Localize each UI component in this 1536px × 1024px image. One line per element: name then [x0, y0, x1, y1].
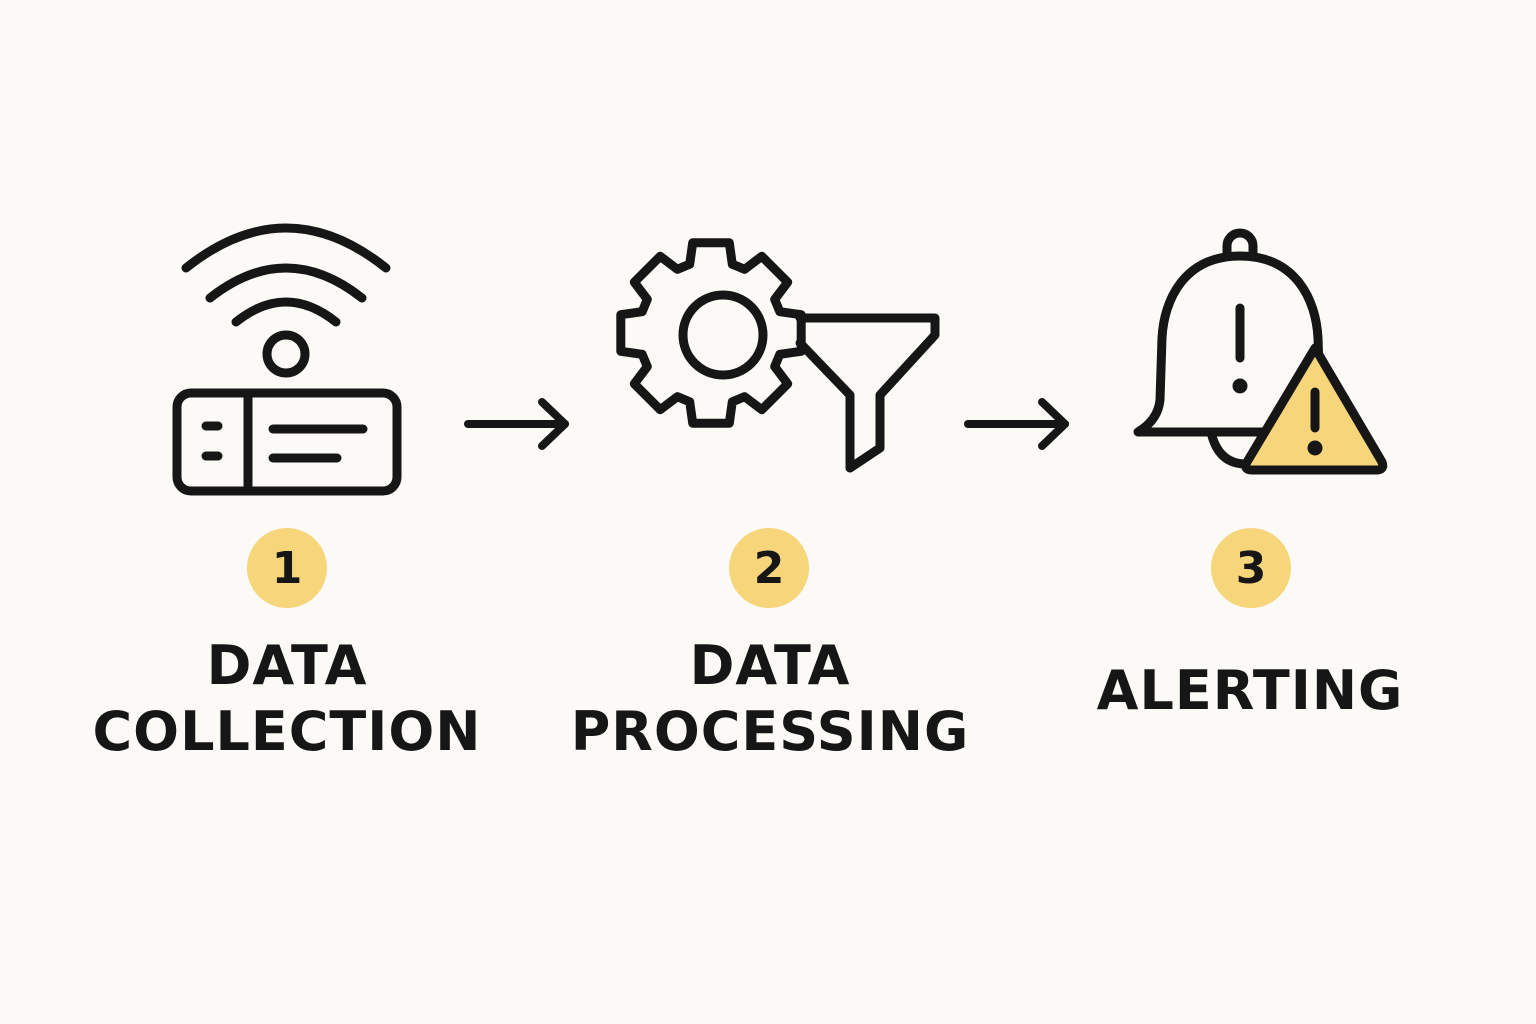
arrow-right-icon	[464, 398, 569, 450]
step-2-number-badge: 2	[729, 528, 809, 608]
step-2-label-line-1: DATA	[689, 634, 851, 697]
step-1-label-line-2: COLLECTION	[92, 700, 482, 763]
step-1-label: DATA COLLECTION	[87, 633, 487, 765]
step-2-label-line-2: PROCESSING	[570, 700, 970, 763]
bell-warning-icon	[1133, 228, 1388, 475]
arrow-right-icon	[964, 398, 1069, 450]
step-1-number-badge: 1	[247, 528, 327, 608]
step-3-label-line-1: ALERTING	[1096, 659, 1404, 722]
step-1-label-line-1: DATA	[206, 634, 368, 697]
wireless-sensor-device-icon	[172, 223, 402, 496]
step-3-label: ALERTING	[1050, 658, 1450, 724]
gear-funnel-icon	[616, 238, 940, 473]
step-3-number-badge: 3	[1211, 528, 1291, 608]
step-2-label: DATA PROCESSING	[570, 633, 970, 765]
